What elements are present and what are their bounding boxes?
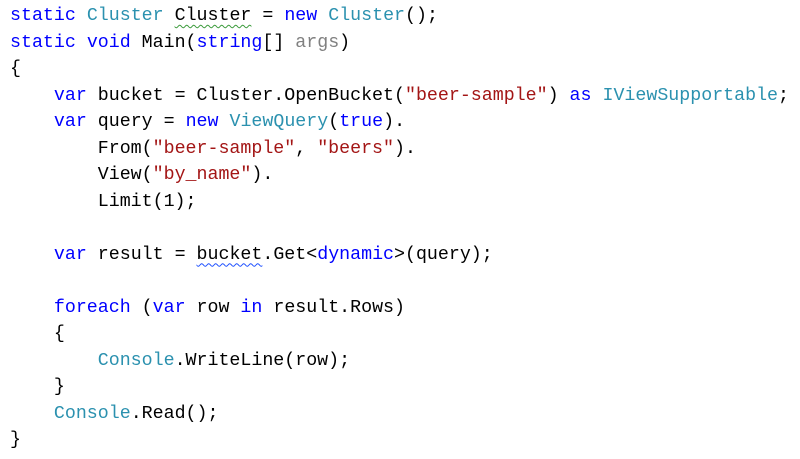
code-token: [] [262,32,296,53]
type-token: IViewSupportable [602,85,779,106]
string-token: "beer-sample" [152,138,296,159]
code-line: } [10,374,789,401]
code-line: { [10,321,789,348]
code-token: row [185,297,241,318]
code-token [10,112,54,132]
keyword-token: string [196,32,263,53]
type-token: Console [53,403,131,424]
code-line: Console.Read(); [10,401,789,428]
code-token: , [295,138,318,159]
code-token: } [10,377,65,397]
code-token: >(query); [394,244,493,265]
code-token: ) [547,85,570,106]
code-line: Console.WriteLine(row); [10,348,789,375]
code-line: static void Main(string[] args) [10,30,789,57]
code-token: .Get< [262,244,318,265]
keyword-token: var [53,85,87,106]
type-token: Cluster [328,6,406,26]
code-token [10,351,98,371]
code-token: Main( [130,32,197,53]
code-line: View("by_name"). [10,162,789,189]
squiggle-token: Cluster [174,6,252,26]
code-token: View( [10,165,153,185]
code-token [592,86,603,106]
code-token: ). [394,138,416,159]
keyword-token: new [284,6,318,26]
keyword-token: in [240,297,263,318]
code-token: { [10,324,65,344]
code-token [10,404,54,424]
keyword-token: as [569,85,592,106]
string-token: "beers" [317,138,394,159]
code-token: bucket = Cluster.OpenBucket( [86,85,405,106]
code-token: From( [10,138,153,159]
type-token: Cluster [86,6,164,26]
code-token [164,6,175,26]
code-token: ( [328,112,340,132]
keyword-token: var [53,244,87,265]
code-line: { [10,56,789,83]
code-token [76,33,87,53]
code-line [10,268,789,295]
code-token: (); [405,6,438,26]
code-line: var bucket = Cluster.OpenBucket("beer-sa… [10,83,789,110]
code-token: ). [251,165,274,185]
code-token: args [295,32,340,53]
code-token: Limit(1); [10,191,197,212]
keyword-token: true [339,112,384,132]
code-token: ( [130,297,153,318]
squiggle-token: bucket [196,244,263,265]
code-token [317,6,328,26]
code-token [10,86,54,106]
code-line: var query = new ViewQuery(true). [10,109,789,136]
keyword-token: static [10,32,76,53]
code-token: .Read(); [130,403,219,424]
code-token: ). [383,112,406,132]
code-line [10,215,789,242]
code-token: ; [778,85,789,106]
keyword-token: var [53,112,87,132]
code-token: = [251,6,285,26]
code-token [10,298,54,318]
code-editor[interactable]: static Cluster Cluster = new Cluster();s… [10,3,789,454]
keyword-token: var [152,297,186,318]
code-token: result = [86,244,197,265]
keyword-token: foreach [53,297,131,318]
code-token: ) [339,32,351,53]
type-token: Console [97,350,175,371]
code-token: } [10,430,21,450]
code-line: var result = bucket.Get<dynamic>(query); [10,242,789,269]
code-token [10,245,54,265]
string-token: "beer-sample" [404,85,548,106]
string-token: "by_name" [152,165,252,185]
keyword-token: dynamic [317,244,395,265]
type-token: ViewQuery [229,112,329,132]
code-token [218,112,229,132]
keyword-token: void [86,32,131,53]
code-line: Limit(1); [10,189,789,216]
keyword-token: new [185,112,219,132]
code-token: { [10,59,21,79]
code-token: result.Rows) [262,297,405,318]
code-token: query = [86,112,186,132]
keyword-token: static [10,6,76,26]
code-line: static Cluster Cluster = new Cluster(); [10,3,789,30]
code-line: From("beer-sample", "beers"). [10,136,789,163]
code-line: } [10,427,789,454]
code-token [76,6,87,26]
code-line: foreach (var row in result.Rows) [10,295,789,322]
code-token: .WriteLine(row); [174,350,351,371]
